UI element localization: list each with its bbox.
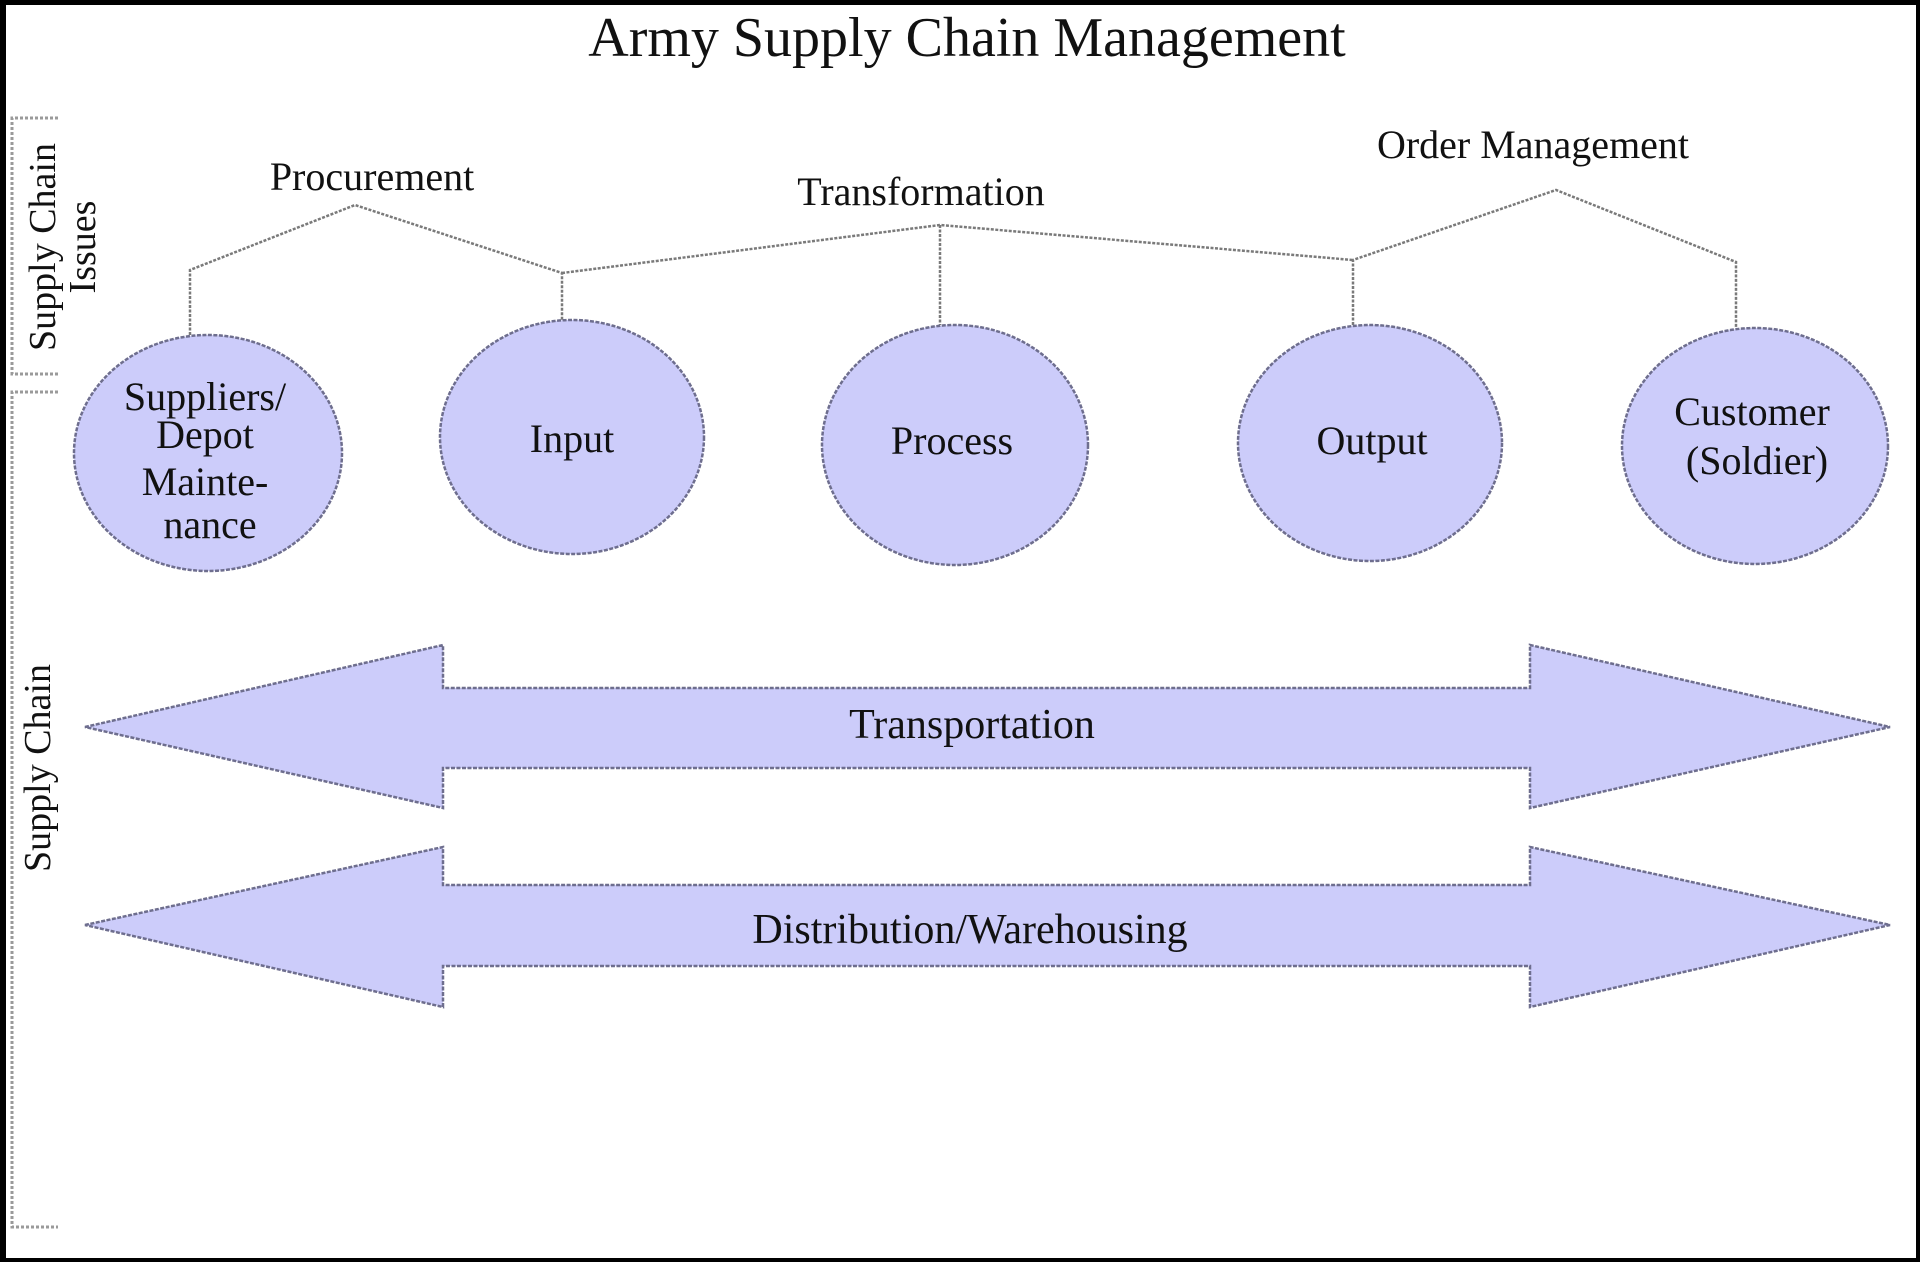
node-output-label: Output bbox=[1316, 418, 1427, 463]
node-customer: Customer (Soldier) bbox=[1620, 326, 1890, 566]
group-label-procurement: Procurement bbox=[270, 154, 474, 199]
connector-order-management bbox=[1351, 188, 1738, 328]
band-distribution: Distribution/Warehousing bbox=[84, 845, 1891, 1009]
issues-side-label-line2: Issues bbox=[62, 201, 104, 294]
node-suppliers: Suppliers/ Depot Mainte- nance bbox=[72, 333, 344, 573]
node-process: Process bbox=[820, 323, 1090, 567]
node-customer-label: Customer (Soldier) bbox=[1674, 389, 1840, 483]
band-transportation: Transportation bbox=[84, 643, 1891, 810]
supply-chain-side-label: Supply Chain bbox=[17, 664, 59, 872]
issues-bracket bbox=[10, 116, 58, 376]
diagram-title: Army Supply Chain Management bbox=[588, 7, 1346, 69]
group-label-transformation: Transformation bbox=[797, 169, 1044, 214]
supply-chain-bracket bbox=[10, 390, 58, 1229]
connector-transformation bbox=[561, 223, 1354, 275]
band-distribution-label: Distribution/Warehousing bbox=[752, 907, 1187, 953]
band-transportation-label: Transportation bbox=[849, 702, 1095, 748]
group-label-order-management: Order Management bbox=[1377, 122, 1689, 167]
issues-side-label-line1: Supply Chain bbox=[22, 143, 64, 351]
node-output: Output bbox=[1236, 323, 1504, 563]
node-input: Input bbox=[438, 318, 706, 556]
connector-procurement bbox=[188, 203, 564, 335]
node-process-label: Process bbox=[891, 418, 1013, 463]
node-suppliers-label: Suppliers/ Depot Mainte- nance bbox=[124, 374, 296, 547]
node-input-label: Input bbox=[530, 416, 614, 461]
